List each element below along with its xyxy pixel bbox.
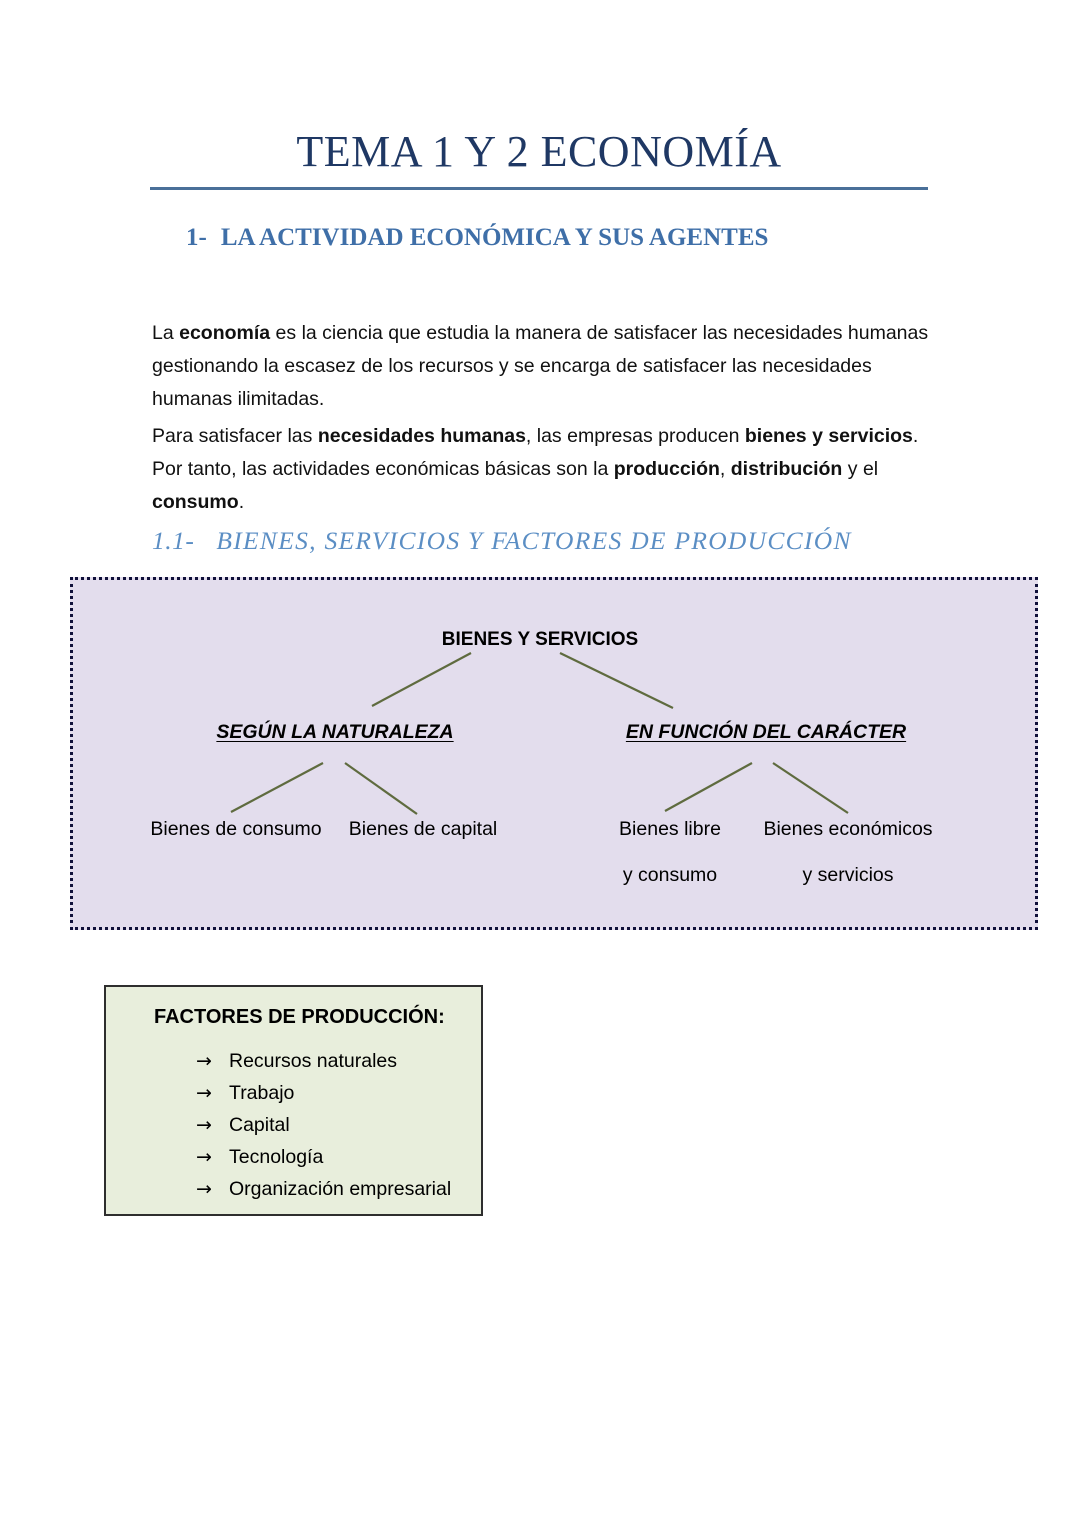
diagram-leaf-bienes-libre-line2: y consumo	[622, 864, 718, 886]
bienes-servicios-diagram: BIENES Y SERVICIOS SEGÚN LA NATURALEZA E…	[70, 577, 1038, 930]
diagram-leaf-bienes-economicos-line2: y servicios	[802, 864, 894, 886]
factores-de-produccion-title: FACTORES DE PRODUCCIÓN:	[154, 1006, 445, 1028]
arrow-right-icon: →	[196, 1050, 212, 1072]
diagram-node-segun-la-naturaleza: SEGÚN LA NATURALEZA	[216, 721, 454, 743]
page-title: TEMA 1 Y 2 ECONOMÍA	[296, 127, 782, 176]
factores-de-produccion-list: → Recursos naturales → Trabajo → Capital…	[196, 1045, 451, 1205]
p2-bold-consumo: consumo	[152, 490, 239, 513]
p1-text-2: es la ciencia que estudia la manera de s…	[152, 321, 929, 410]
p2-bold-distribucion: distribución	[730, 457, 843, 480]
list-item-label: Trabajo	[229, 1082, 295, 1104]
p2-text-1: Para satisfacer las	[152, 424, 318, 447]
arrow-right-icon: →	[196, 1114, 212, 1136]
p2-text-2: , las empresas producen	[525, 424, 745, 447]
list-item: → Organización empresarial	[196, 1173, 451, 1205]
list-item-label: Tecnología	[229, 1146, 324, 1168]
title-divider	[150, 187, 928, 190]
list-item-label: Recursos naturales	[229, 1050, 397, 1072]
list-item: → Trabajo	[196, 1077, 451, 1109]
list-item-label: Organización empresarial	[229, 1178, 452, 1200]
diagram-leaf-bienes-libre: Bienes libre y consumo	[619, 806, 721, 898]
arrow-right-icon: →	[196, 1146, 212, 1168]
list-item: → Recursos naturales	[196, 1045, 451, 1077]
section-heading-1: 1- LA ACTIVIDAD ECONÓMICA Y SUS AGENTES	[186, 222, 768, 254]
arrow-right-icon: →	[196, 1178, 212, 1200]
p2-text-5: y el	[842, 457, 879, 480]
p2-text-6: .	[238, 490, 245, 513]
section-heading-1-1-label: BIENES, SERVICIOS Y FACTORES DE PRODUCCI…	[216, 526, 852, 555]
list-item-label: Capital	[229, 1114, 290, 1136]
diagram-leaf-bienes-de-consumo: Bienes de consumo	[150, 806, 321, 852]
section-heading-1-1-number: 1.1-	[152, 526, 195, 555]
diagram-node-root: BIENES Y SERVICIOS	[441, 629, 639, 650]
factores-de-produccion-box: FACTORES DE PRODUCCIÓN: → Recursos natur…	[104, 985, 483, 1216]
p2-bold-bienes: bienes y servicios	[744, 424, 913, 447]
section-heading-1-label: LA ACTIVIDAD ECONÓMICA Y SUS AGENTES	[220, 224, 769, 251]
diagram-leaf-bienes-de-capital-line1: Bienes de capital	[348, 818, 498, 840]
section-heading-1-1: 1.1- BIENES, SERVICIOS Y FACTORES DE PRO…	[152, 524, 852, 558]
p2-bold-necesidades: necesidades humanas	[317, 424, 526, 447]
p2-text-4: ,	[719, 457, 731, 480]
p2-bold-produccion: producción	[613, 457, 720, 480]
p2-text-3: . Por tanto, las actividades económicas …	[152, 424, 919, 480]
section-heading-1-number: 1-	[186, 224, 207, 251]
paragraph-economia: La economía es la ciencia que estudia la…	[152, 317, 934, 416]
list-item: → Tecnología	[196, 1141, 451, 1173]
diagram-leaf-bienes-libre-line1: Bienes libre	[619, 818, 721, 840]
list-item: → Capital	[196, 1109, 451, 1141]
arrow-right-icon: →	[196, 1082, 212, 1104]
p1-text-1: La	[152, 321, 180, 344]
diagram-leaf-bienes-economicos-line1: Bienes económicos	[763, 818, 933, 840]
diagram-leaf-bienes-de-capital: Bienes de capital	[349, 806, 498, 852]
diagram-node-en-funcion-del-caracter: EN FUNCIÓN DEL CARÁCTER	[625, 721, 907, 743]
diagram-leaf-bienes-de-consumo-line1: Bienes de consumo	[150, 818, 322, 840]
diagram-leaf-bienes-economicos: Bienes económicos y servicios	[763, 806, 932, 898]
paragraph-necesidades: Para satisfacer las necesidades humanas,…	[152, 420, 934, 519]
p1-bold-economia: economía	[179, 321, 271, 344]
